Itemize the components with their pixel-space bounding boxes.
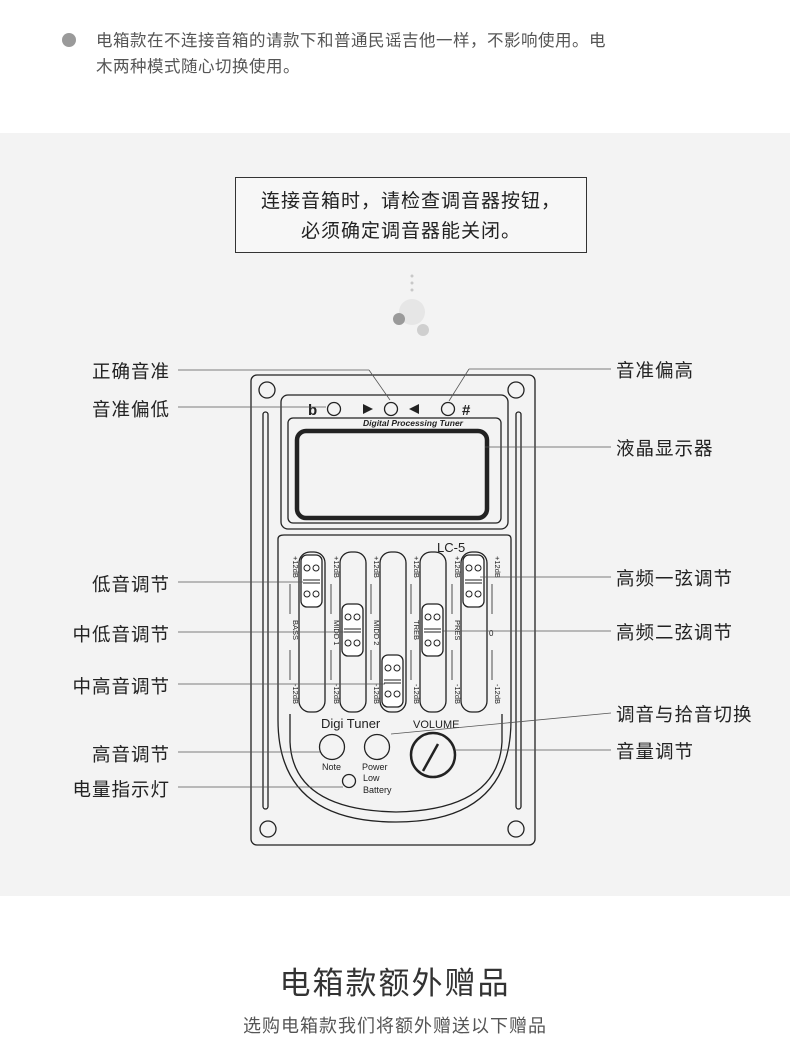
scale-plus-label: +12dB	[291, 556, 300, 578]
scale-plus-label: +12dB	[453, 556, 462, 578]
callout-tune-switch: 调音与拾音切换	[616, 705, 753, 726]
scale-minus-label: -12dB	[412, 684, 421, 704]
volume-knob[interactable]	[409, 731, 457, 779]
bullet-dot	[62, 33, 76, 47]
scale-plus-label: +12dB	[493, 556, 502, 578]
callout-high-string1: 高频一弦调节	[616, 569, 734, 590]
screw-bottom-left	[259, 820, 277, 838]
top-note: 电箱款在不连接音箱的请款下和普通民谣吉他一样，不影响使用。电 木两种模式随心切换…	[0, 0, 790, 132]
callout-correct-pitch: 正确音准	[91, 362, 170, 383]
tuner-module	[280, 394, 509, 530]
diagram-panel	[0, 133, 790, 896]
callout-pitch-high: 音准偏高	[616, 361, 695, 382]
slider-knob-bass[interactable]	[300, 554, 323, 608]
scale-minus-label: -12dB	[332, 684, 341, 704]
slider-name-label: MIDD 1	[332, 620, 341, 645]
scale-plus-label: +12dB	[372, 556, 381, 578]
top-note-line2: 木两种模式随心切换使用。	[96, 57, 300, 76]
callout-mid-low: 中低音调节	[72, 625, 170, 646]
digi-tuner-label: Digi Tuner	[321, 716, 381, 731]
flat-led	[326, 401, 342, 417]
callout-high-string2: 高频二弦调节	[616, 623, 734, 644]
volume-knob-pointer	[421, 743, 440, 772]
screw-bottom-right	[507, 820, 525, 838]
scale-minus-label: -12dB	[291, 684, 300, 704]
screw-top-right	[507, 381, 525, 399]
sharp-symbol: #	[462, 402, 471, 419]
callout-lcd: 液晶显示器	[616, 439, 714, 460]
slider-track-treb	[419, 551, 447, 713]
gift-subtitle: 选购电箱款我们将额外赠送以下赠品	[243, 1016, 547, 1037]
eq-panel-inner-arc	[289, 714, 503, 813]
screw-top-left	[258, 381, 276, 399]
callout-low-tone: 低音调节	[91, 575, 170, 596]
scale-minus-label: -12dB	[372, 684, 381, 704]
preamp-body	[250, 374, 536, 846]
callout-volume: 音量调节	[616, 742, 695, 763]
low-label: Low	[363, 773, 380, 783]
slider-knob-midd1[interactable]	[341, 603, 364, 657]
volume-label: VOLUME	[413, 719, 459, 731]
sharp-led	[440, 401, 456, 417]
left-groove	[262, 411, 269, 810]
in-tune-led	[383, 401, 399, 417]
leader-tune-switch	[390, 712, 612, 735]
power-button[interactable]	[363, 733, 391, 761]
scale-plus-label: +12dB	[412, 556, 421, 578]
warning-box: 连接音箱时，请检查调音器按钮， 必须确定调音器能关闭。	[235, 177, 587, 253]
eq-panel	[277, 534, 512, 823]
flat-symbol: b	[308, 402, 317, 419]
right-arrow-icon	[363, 404, 373, 414]
model-label: LC-5	[437, 540, 465, 555]
slider-track-midd2	[379, 551, 407, 713]
callout-pitch-low: 音准偏低	[91, 400, 170, 421]
slider-knob-treb[interactable]	[421, 603, 444, 657]
slider-knob-midd2[interactable]	[381, 654, 404, 708]
slider-track-pres	[460, 551, 488, 713]
slider-knob-pres[interactable]	[462, 554, 485, 608]
scale-minus-label: -12dB	[493, 684, 502, 704]
scale-plus-label: +12dB	[332, 556, 341, 578]
callout-mid-high: 中高音调节	[72, 677, 170, 698]
right-groove	[515, 411, 522, 810]
power-label: Power	[362, 762, 388, 772]
note-button[interactable]	[318, 733, 346, 761]
decorative-dots	[393, 274, 429, 336]
leader-pitch-high-diag	[448, 368, 470, 402]
callout-battery: 电量指示灯	[72, 780, 170, 801]
lcd-screen	[294, 428, 490, 521]
slider-name-label: BASS	[291, 620, 300, 640]
slider-name-label: TREB	[412, 620, 421, 640]
gift-title: 电箱款额外赠品	[279, 966, 511, 1002]
leader-correct-pitch-diag	[368, 369, 391, 401]
tuner-label: Digital Processing Tuner	[363, 418, 464, 428]
top-note-line1: 电箱款在不连接音箱的请款下和普通民谣吉他一样，不影响使用。电	[96, 31, 606, 50]
callout-treble: 高音调节	[91, 745, 170, 766]
zero-mark: 0	[489, 629, 494, 638]
left-arrow-icon	[409, 404, 419, 414]
slider-name-label: MIDD 2	[372, 620, 381, 645]
scale-minus-label: -12dB	[453, 684, 462, 704]
note-label: Note	[322, 762, 341, 772]
low-battery-led	[341, 773, 357, 789]
warning-line1: 连接音箱时，请检查调音器按钮，	[260, 190, 561, 212]
slider-name-label: PRES	[453, 620, 462, 640]
battery-label: Battery	[363, 785, 392, 795]
warning-line2: 必须确定调音器能关闭。	[300, 220, 521, 242]
top-note-text: 电箱款在不连接音箱的请款下和普通民谣吉他一样，不影响使用。电 木两种模式随心切换…	[96, 28, 706, 80]
tuner-inner-frame	[287, 417, 502, 524]
